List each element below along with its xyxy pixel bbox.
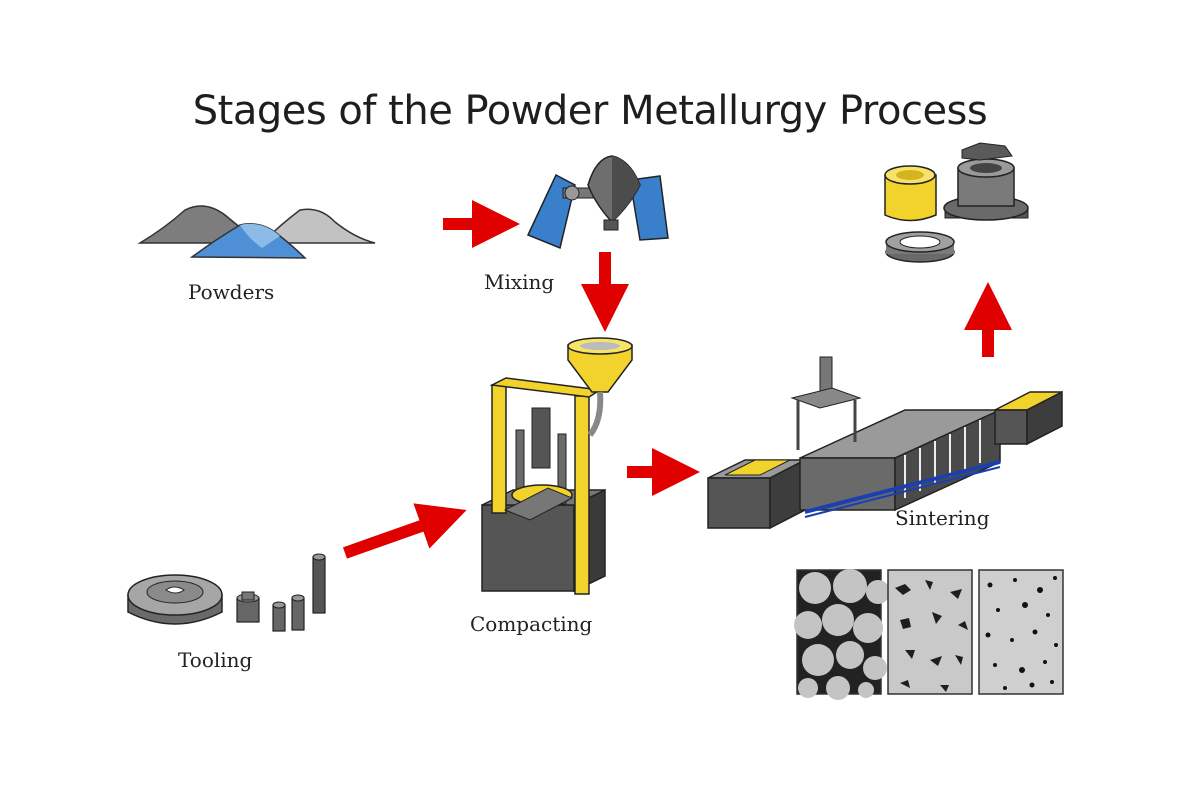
stage-label-mixing: Mixing <box>484 270 555 294</box>
microstructure-panels <box>794 569 1064 700</box>
tooling-illustration <box>127 553 326 632</box>
finished-parts-illustration <box>884 142 1029 263</box>
stage-label-compacting: Compacting <box>470 612 593 636</box>
stage-label-sintering: Sintering <box>895 506 990 530</box>
mixer-right-stand <box>629 175 669 241</box>
punch-set <box>236 553 326 632</box>
stage-label-powders: Powders <box>188 280 275 304</box>
yellow-bushing <box>884 174 937 222</box>
powders-illustration <box>137 205 376 259</box>
press-frame-right <box>574 395 590 595</box>
light-powder-pile <box>260 208 376 244</box>
process-arrows <box>343 200 1012 559</box>
mixer-illustration <box>526 155 669 250</box>
mixer-left-stand <box>526 173 576 250</box>
sintering-furnace-illustration <box>707 356 1063 530</box>
arrow-tooling-to-compacting <box>343 503 467 559</box>
conveyor-rail <box>804 460 1001 514</box>
microstructure-full-sinter <box>978 569 1064 695</box>
press-frame-left <box>491 384 507 514</box>
page-title: Stages of the Powder Metallurgy Process <box>192 88 988 134</box>
stage-label-tooling: Tooling <box>178 648 253 672</box>
compaction-press-illustration <box>481 337 633 595</box>
